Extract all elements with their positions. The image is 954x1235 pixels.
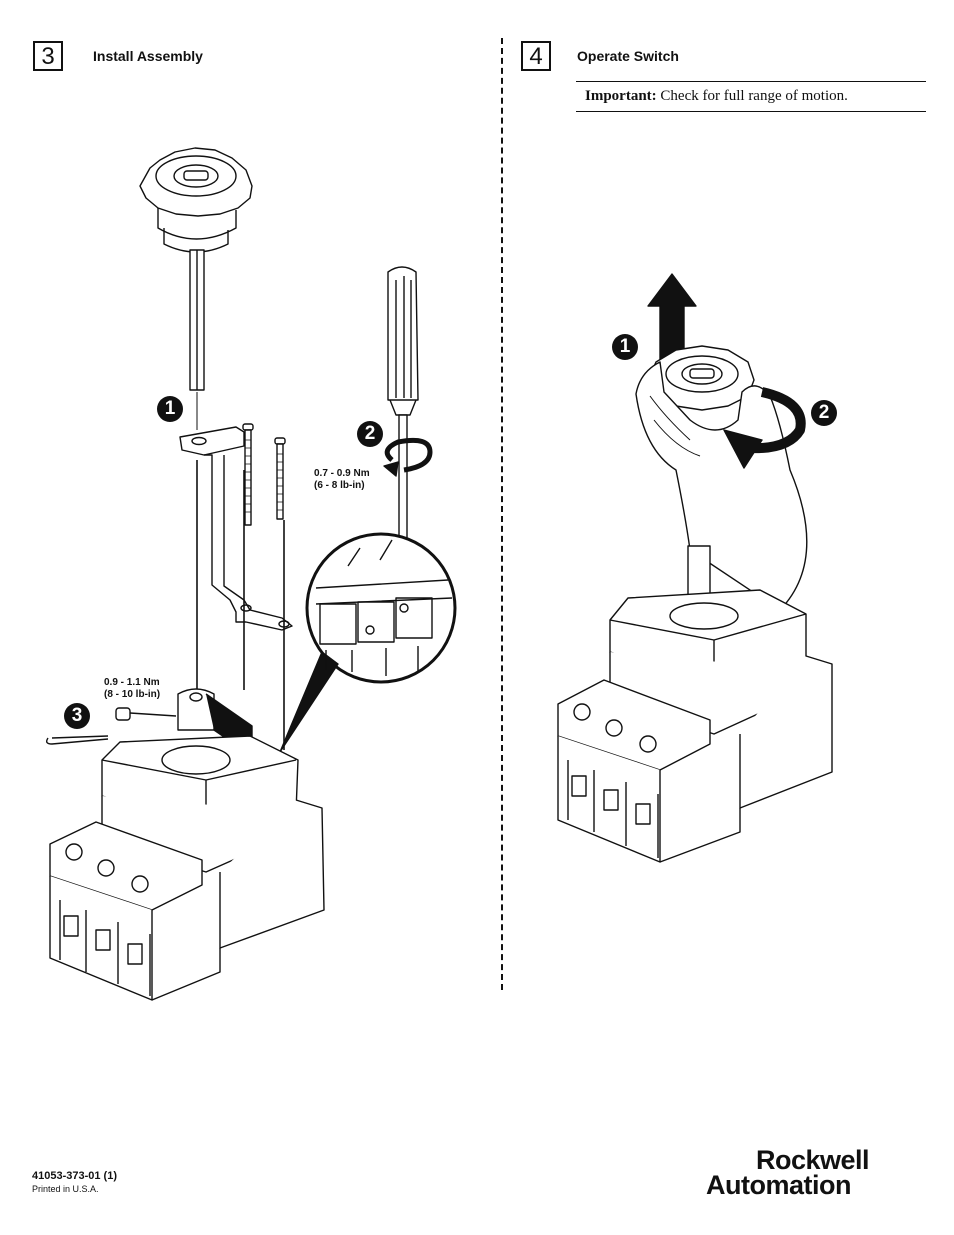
logo-line-1: Rockwell — [756, 1145, 870, 1175]
torque-spec-handle: 0.9 - 1.1 Nm (8 - 10 lb-in) — [104, 677, 160, 701]
rockwell-automation-logo: Rockwell Automation — [706, 1145, 916, 1200]
rotate-clockwise-arrow-icon — [384, 437, 433, 473]
important-label: Important: — [585, 88, 657, 104]
screwdriver-icon — [387, 266, 419, 566]
printed-in: Printed in U.S.A. — [32, 1184, 99, 1194]
callout-3: 3 — [64, 703, 90, 729]
mounting-bracket-icon — [179, 426, 293, 631]
callout-2: 2 — [811, 400, 837, 426]
screw-and-pin-icon — [45, 707, 177, 745]
step-divider — [501, 38, 503, 990]
pull-up-arrow-icon — [647, 273, 697, 361]
torque-spec-screw: 0.7 - 0.9 Nm (6 - 8 lb-in) — [314, 468, 370, 492]
hand-icon — [635, 361, 808, 611]
torque-screw-nm: 0.7 - 0.9 Nm — [314, 468, 370, 479]
important-note: Important: Check for full range of motio… — [576, 81, 926, 112]
logo-line-2: Automation — [706, 1170, 851, 1200]
callout-2: 2 — [357, 421, 383, 447]
torque-handle-lbin: (8 - 10 lb-in) — [104, 689, 161, 700]
important-text: Check for full range of motion. — [656, 88, 848, 104]
disconnect-switch-body-icon — [49, 735, 325, 1001]
callout-1: 1 — [157, 396, 183, 422]
step4-title: Operate Switch — [577, 48, 679, 64]
step4-illustration — [557, 273, 833, 863]
rotary-knob-operate-icon — [647, 345, 755, 411]
step3-title: Install Assembly — [93, 48, 203, 64]
rotate-clockwise-arrow-icon — [747, 387, 806, 454]
rotary-knob-top-icon — [139, 147, 253, 391]
mounting-screw-icon — [242, 423, 286, 526]
step3-illustration — [45, 147, 457, 1001]
torque-handle-nm: 0.9 - 1.1 Nm — [104, 677, 160, 688]
disconnect-switch-body-icon — [557, 589, 833, 863]
document-number: 41053-373-01 (1) — [32, 1170, 118, 1182]
detail-magnifier-icon — [279, 532, 457, 753]
torque-screw-lbin: (6 - 8 lb-in) — [314, 480, 365, 491]
step-number-4: 4 — [521, 41, 551, 71]
step-number-3: 3 — [33, 41, 63, 71]
callout-1: 1 — [612, 334, 638, 360]
